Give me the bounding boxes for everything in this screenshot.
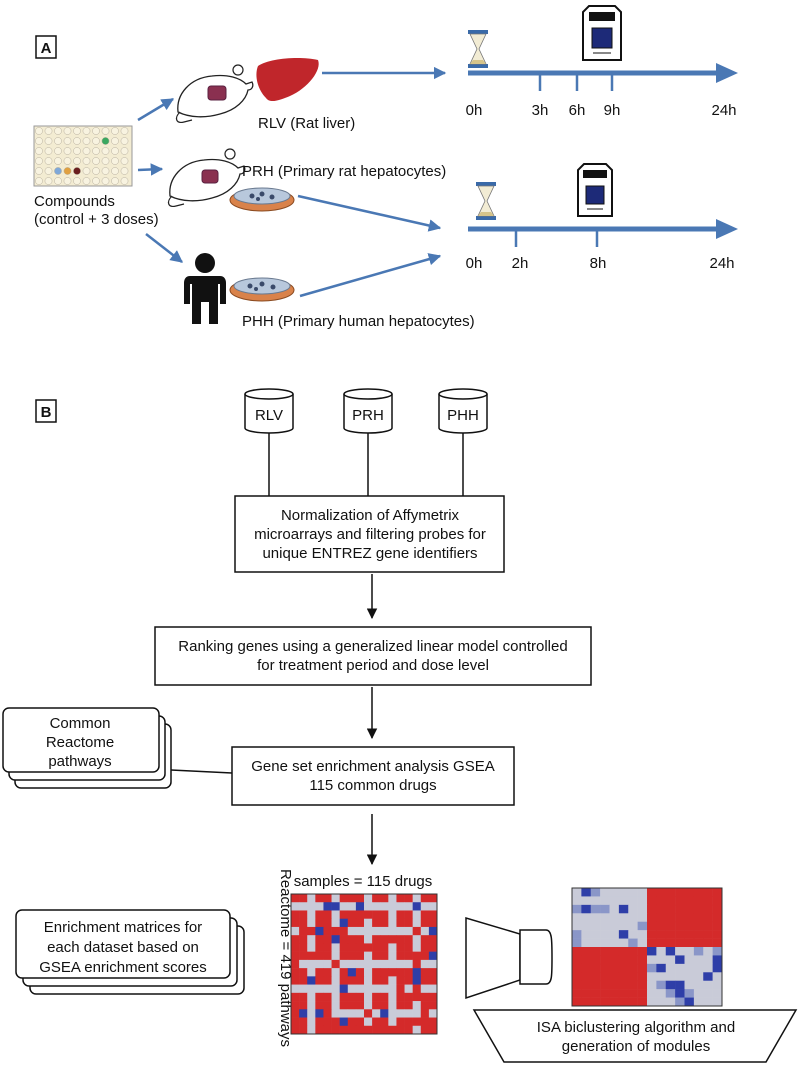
reactome-pathways-stack: Common Reactome pathways xyxy=(2,707,172,789)
zoom-funnel-icon xyxy=(465,916,553,1000)
step-gsea-line-2: 115 common drugs xyxy=(309,777,436,794)
matrix-stack-line-3: GSEA enrichment scores xyxy=(39,959,207,976)
t1-tick-3h: 3h xyxy=(532,102,549,119)
reactome-stack-line-3: pathways xyxy=(48,753,111,770)
rat-icon xyxy=(175,64,254,123)
hourglass-icon xyxy=(468,30,488,68)
step-normalization-box xyxy=(234,495,505,573)
step-gsea-line-1: Gene set enrichment analysis GSEA xyxy=(251,758,494,775)
t1-tick-0h: 0h xyxy=(466,102,483,119)
phh-label: PHH (Primary human hepatocytes) xyxy=(242,313,475,330)
bicluster-heatmap-border xyxy=(571,887,723,1007)
dataset-rlv-label: RLV xyxy=(255,407,283,424)
arrow-to-rlv xyxy=(137,97,175,122)
t1-tick-6h: 6h xyxy=(569,102,586,119)
matrix-stack-line-1: Enrichment matrices for xyxy=(44,919,202,936)
step-gsea-box xyxy=(231,746,515,806)
liver-icon xyxy=(256,58,319,102)
t2-tick-2h: 2h xyxy=(512,255,529,272)
petri-dish-icon xyxy=(229,187,295,212)
panel-b-label-box xyxy=(35,399,57,423)
samples-label: samples = 115 drugs xyxy=(294,873,433,890)
compounds-label: Compounds xyxy=(34,193,115,210)
arrow-to-prh xyxy=(137,163,164,176)
isa-label-line-1: ISA biclustering algorithm and xyxy=(537,1019,735,1036)
t1-tick-9h: 9h xyxy=(604,102,621,119)
microarray-chip-icon xyxy=(582,5,622,61)
dataset-phh-label: PHH xyxy=(447,407,479,424)
isa-trapezoid xyxy=(472,1009,798,1063)
petri-dish-icon-2 xyxy=(229,277,295,302)
human-icon xyxy=(184,253,226,324)
reactome-axis-label: Reactome = 419 pathways xyxy=(277,869,294,1047)
compounds-doses-label: (control + 3 doses) xyxy=(34,211,159,228)
well-plate-icon xyxy=(33,125,133,187)
dataset-prh: PRH xyxy=(343,388,393,434)
panel-b-label: B xyxy=(41,404,52,421)
dataset-phh: PHH xyxy=(438,388,488,434)
enrichment-matrices-stack: Enrichment matrices for each dataset bas… xyxy=(15,909,245,995)
arrow-prh-to-timeline-2 xyxy=(297,194,442,232)
arrow-to-phh xyxy=(145,233,183,263)
panel-a-label-box xyxy=(35,35,57,59)
panel-b: B RLV PRH PHH Normalization of Affymetri… xyxy=(2,388,798,1063)
t2-tick-0h: 0h xyxy=(466,255,483,272)
step-ranking-box xyxy=(154,626,592,686)
t2-tick-8h: 8h xyxy=(590,255,607,272)
connector-reactome xyxy=(170,769,233,774)
matrix-stack-line-2: each dataset based on xyxy=(47,939,199,956)
reactome-stack-line-1: Common xyxy=(50,715,111,732)
timeline-2: 0h 2h 8h 24h xyxy=(466,219,738,272)
step-ranking-line-2: for treatment period and dose level xyxy=(257,657,489,674)
dataset-rlv: RLV xyxy=(244,388,294,434)
step-normalization-line-2: microarrays and filtering probes for xyxy=(254,526,486,543)
t2-tick-24h: 24h xyxy=(709,255,734,272)
step-normalization-line-3: unique ENTREZ gene identifiers xyxy=(262,545,477,562)
bicluster-heatmap xyxy=(572,888,723,1007)
dataset-prh-label: PRH xyxy=(352,407,384,424)
step-ranking-line-1: Ranking genes using a generalized linear… xyxy=(178,638,567,655)
isa-label-line-2: generation of modules xyxy=(562,1038,710,1055)
enrichment-heatmap xyxy=(291,894,438,1035)
panel-a: A Compounds (control + 3 doses) RLV (Rat… xyxy=(33,5,738,330)
panel-a-label: A xyxy=(41,40,52,57)
reactome-stack-line-2: Reactome xyxy=(46,734,114,751)
prh-label: PRH (Primary rat hepatocytes) xyxy=(242,163,446,180)
rat-icon-2 xyxy=(167,148,246,207)
arrow-phh-to-timeline-2 xyxy=(299,253,442,298)
microarray-chip-icon-2 xyxy=(577,163,613,217)
rlv-label: RLV (Rat liver) xyxy=(258,115,355,132)
t1-tick-24h: 24h xyxy=(711,102,736,119)
enrichment-heatmap-border xyxy=(290,893,438,1035)
step-normalization-line-1: Normalization of Affymetrix xyxy=(281,507,460,524)
hourglass-icon-2 xyxy=(476,182,496,220)
timeline-1: 0h 3h 6h 9h 24h xyxy=(466,63,738,119)
